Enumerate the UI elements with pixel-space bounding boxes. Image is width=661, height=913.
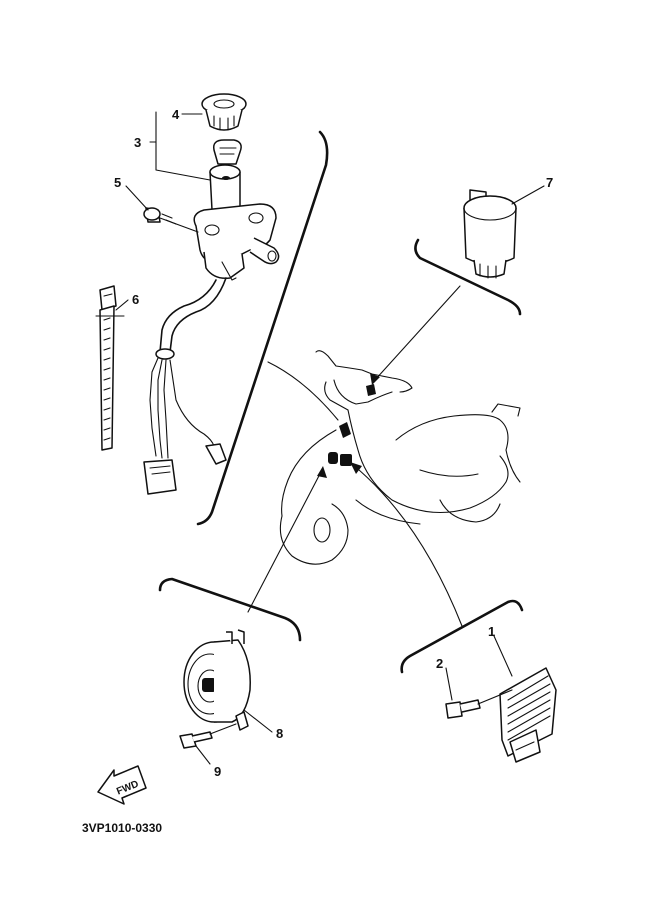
bracket-rectifier-group xyxy=(400,599,524,674)
callout-numbers: 4 3 5 6 7 1 2 8 9 xyxy=(114,107,553,779)
part-9-bolt xyxy=(179,723,237,749)
part-5-screw xyxy=(143,207,199,233)
scooter-outline xyxy=(279,350,521,565)
callout-7: 7 xyxy=(546,175,553,190)
bracket-horn-group xyxy=(158,577,302,642)
callout-3: 3 xyxy=(134,135,141,150)
part-2-bolt xyxy=(445,689,513,719)
callout-6: 6 xyxy=(132,292,139,307)
part-4-key-cap xyxy=(201,93,247,131)
bracket-relay-group xyxy=(414,238,522,316)
leader-lines xyxy=(247,285,463,627)
part-1-rectifier-regulator xyxy=(499,667,557,763)
callout-leaders xyxy=(115,111,545,765)
part-8-horn xyxy=(183,629,251,731)
callout-8: 8 xyxy=(276,726,283,741)
drawing-code: 3VP1010-0330 xyxy=(82,821,162,835)
fwd-arrow-icon: FWD xyxy=(97,765,147,805)
part-7-relay xyxy=(463,189,517,279)
callout-1: 1 xyxy=(488,624,495,639)
callout-2: 2 xyxy=(436,656,443,671)
bracket-ignition-group xyxy=(196,130,329,526)
part-6-cable-tie xyxy=(95,285,125,451)
callout-5: 5 xyxy=(114,175,121,190)
part-3-ignition-switch xyxy=(143,139,280,495)
callout-9: 9 xyxy=(214,764,221,779)
callout-4: 4 xyxy=(172,107,180,122)
